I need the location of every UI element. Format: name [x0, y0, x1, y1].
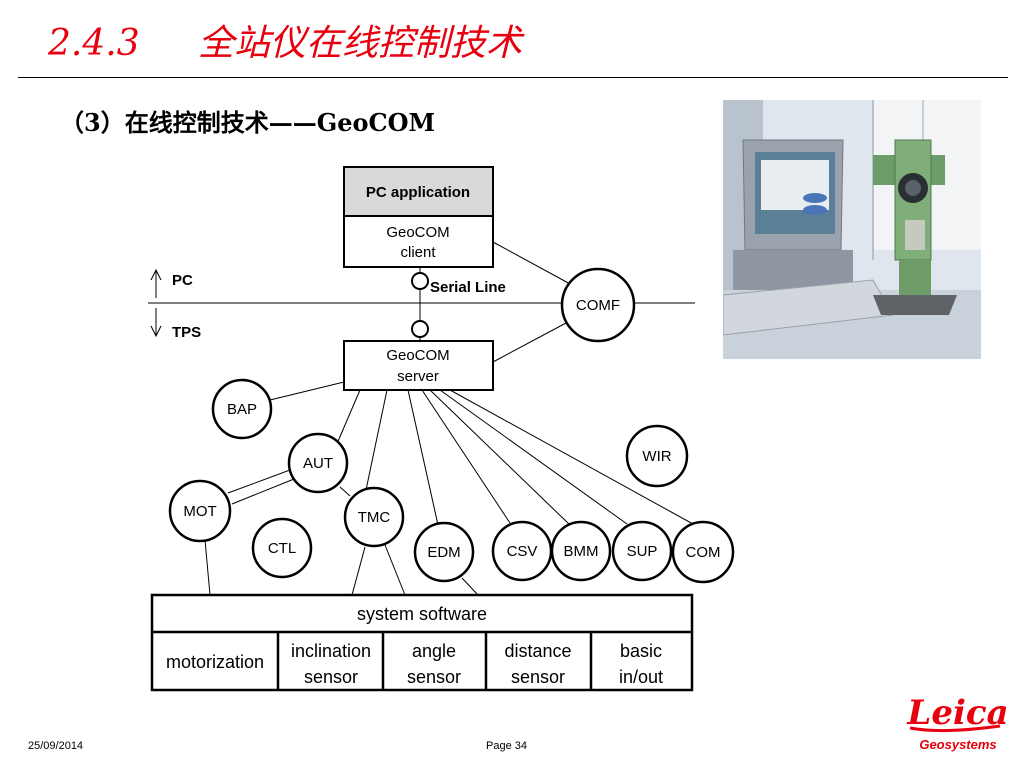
node-comf [560, 267, 636, 343]
node-mot [168, 479, 232, 543]
node-aut-label: AUT [303, 455, 333, 472]
node-edm-label: EDM [427, 544, 460, 561]
tps-label: TPS [172, 324, 201, 341]
node-sup-label: SUP [627, 543, 658, 560]
logo-sub: Geosystems [919, 737, 996, 752]
client-label-line1: GeoCOM [386, 224, 449, 241]
title-text: 全站仪在线控制技术 [198, 23, 523, 64]
node-ctl-label: CTL [268, 540, 296, 557]
node-edm [413, 521, 475, 583]
node-ctl [251, 517, 313, 579]
pc-application-label: PC application [366, 184, 470, 201]
footer-page-number: Page 34 [486, 740, 527, 752]
cell-inclination-line2: sensor [304, 667, 358, 687]
node-csv-label: CSV [507, 543, 538, 560]
cell-inclination-line1: inclination [291, 641, 371, 661]
node-wir [625, 424, 689, 488]
slide-title: 2.4.3 全站仪在线控制技术 [48, 22, 522, 66]
connection-lines [204, 241, 694, 596]
geocom-client-box [343, 215, 494, 268]
cell-basic-line1: basic [620, 641, 662, 661]
node-aut [287, 432, 349, 494]
node-mot-label: MOT [183, 503, 216, 520]
total-station-photo [723, 100, 981, 359]
up-arrow-icon [150, 268, 162, 298]
node-sup [611, 520, 673, 582]
serial-connector-top [411, 272, 429, 290]
down-arrow-icon [150, 308, 162, 338]
system-software-label: system software [357, 604, 487, 624]
node-bmm [550, 520, 612, 582]
serial-line-label: Serial Line [430, 279, 506, 296]
footer-date: 25/09/2014 [28, 740, 84, 752]
leica-logo: Leica Geosystems [906, 693, 1008, 752]
cell-angle-line1: angle [412, 641, 456, 661]
node-com-label: COM [686, 544, 721, 561]
serial-connector-bottom [411, 320, 429, 338]
server-label-line2: server [397, 368, 439, 385]
node-bap [211, 378, 273, 440]
node-bap-label: BAP [227, 401, 257, 418]
server-label-line1: GeoCOM [386, 347, 449, 364]
node-tmc-label: TMC [358, 509, 391, 526]
slide-subtitle: （3）在线控制技术——GeoCOM [60, 108, 436, 137]
cell-angle-line2: sensor [407, 667, 461, 687]
node-com [671, 520, 735, 584]
cell-basic-line2: in/out [619, 667, 663, 687]
node-tmc [343, 486, 405, 548]
pc-label: PC [172, 272, 193, 289]
pc-application-header [343, 166, 494, 217]
system-software-table [150, 593, 694, 692]
node-wir-label: WIR [642, 448, 671, 465]
node-bmm-label: BMM [564, 543, 599, 560]
cell-distance-line1: distance [504, 641, 571, 661]
client-label-line2: client [400, 244, 436, 261]
title-divider [18, 77, 1008, 78]
cell-motorization: motorization [166, 652, 264, 672]
node-comf-label: COMF [576, 297, 620, 314]
geocom-server-box [343, 340, 494, 391]
cell-distance-line2: sensor [511, 667, 565, 687]
section-number: 2.4.3 [48, 23, 140, 64]
